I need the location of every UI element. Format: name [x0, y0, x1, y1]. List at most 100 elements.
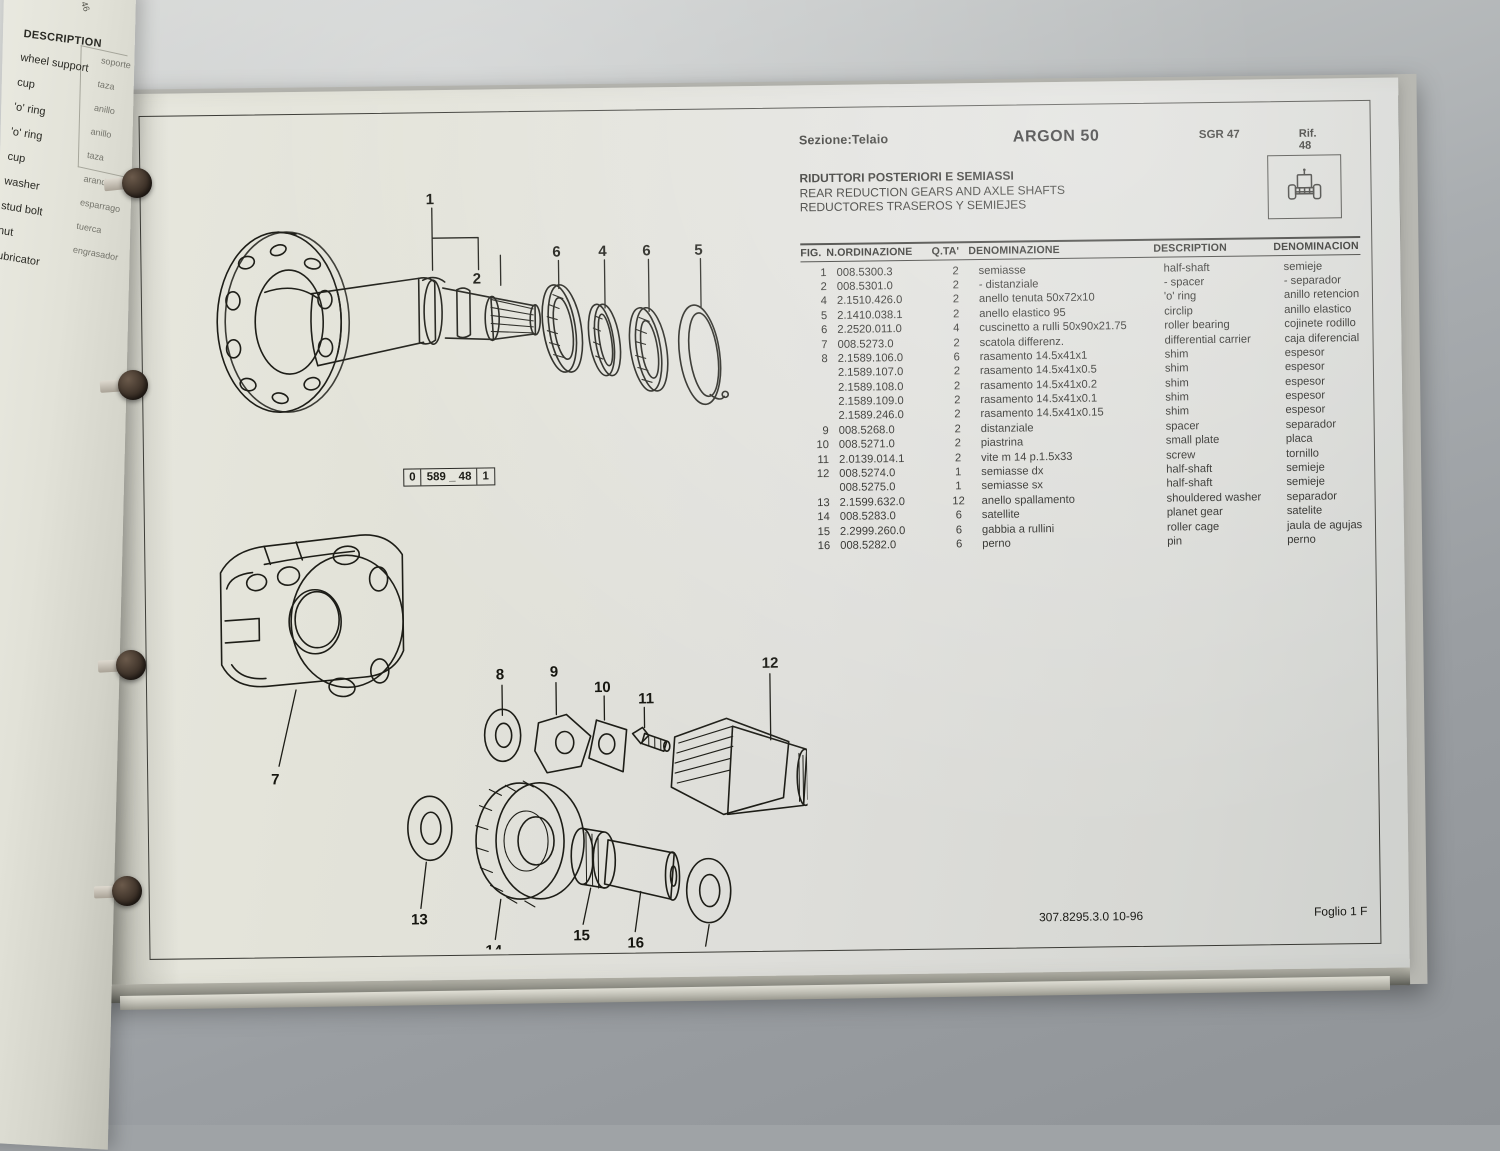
cell-description: half-shaft [1166, 477, 1213, 491]
cell-description: - spacer [1163, 276, 1205, 289]
reference-code-box: 0 589 _ 48 1 [403, 467, 495, 487]
callout-15: 15 [573, 927, 590, 944]
cell-description: planet gear [1166, 506, 1223, 519]
binder-ring-3[interactable] [116, 650, 146, 680]
cell-order-number: 2.1410.038.1 [837, 308, 903, 322]
cell-denominacion: anillo elastico [1284, 302, 1352, 316]
previous-page-heading: DESCRIPTION [23, 27, 103, 51]
cell-denominacion: separador [1286, 490, 1338, 503]
cell-quantity: 1 [955, 466, 962, 479]
cell-quantity: 4 [953, 322, 960, 335]
cell-order-number: 2.1589.246.0 [838, 409, 904, 423]
cell-description: roller cage [1166, 520, 1220, 534]
callout-8: 8 [496, 666, 505, 683]
cell-fig [802, 381, 838, 396]
callout-5: 5 [694, 242, 703, 259]
refbox-part-b: 589 _ 48 [421, 468, 478, 486]
catalog-page: Sezione:Telaio ARGON 50 SGR 47 Rif. 48 R… [98, 77, 1410, 985]
cell-quantity: 2 [954, 394, 961, 407]
cell-order-number: 008.5273.0 [837, 337, 894, 351]
callout-1: 1 [426, 191, 435, 208]
cell-order-number: 2.1589.106.0 [837, 351, 904, 365]
cell-description: shim [1164, 348, 1189, 361]
cell-denominacion: semieje [1283, 260, 1323, 273]
callout-6a: 6 [552, 244, 561, 261]
callout-6b: 6 [642, 242, 651, 259]
cell-quantity: 2 [954, 423, 961, 436]
cell-quantity: 12 [952, 495, 965, 508]
cell-fig: 9 [822, 424, 829, 437]
previous-page-line-es: anillo [93, 102, 116, 117]
cell-order-number: 2.2520.011.0 [837, 323, 902, 337]
cell-description: spacer [1165, 420, 1200, 433]
cell-order-number: 008.5301.0 [836, 280, 893, 293]
cell-description: shouldered washer [1166, 491, 1262, 505]
cell-fig: 15 [817, 525, 831, 538]
binder-ring-1[interactable] [122, 168, 152, 198]
cell-fig: 11 [817, 453, 830, 466]
cell-order-number: 2.1589.107.0 [837, 366, 904, 380]
cell-description: shim [1165, 405, 1190, 419]
cell-denominacion: espesor [1285, 403, 1326, 417]
cell-quantity: 2 [954, 408, 961, 421]
cell-order-number: 2.1599.632.0 [839, 495, 906, 509]
cell-order-number: 008.5282.0 [840, 539, 897, 552]
cell-quantity: 2 [952, 279, 959, 292]
cell-quantity: 2 [952, 293, 960, 306]
cell-quantity: 2 [953, 365, 961, 378]
cell-description: small plate [1165, 434, 1220, 447]
part-roller-cage-15 [570, 827, 617, 889]
callout-16: 16 [627, 934, 644, 951]
part-o-ring [587, 303, 622, 377]
sheet-number: Foglio 1 F [1313, 904, 1368, 919]
cell-denominacion: espesor [1285, 389, 1326, 403]
callout-12: 12 [762, 655, 779, 672]
callout-14: 14 [485, 942, 503, 953]
cell-denominacion: semieje [1286, 461, 1325, 475]
previous-page-line-es: anillo [89, 126, 113, 140]
part-spacer-9 [534, 713, 592, 774]
cell-order-number: 008.5274.0 [839, 467, 896, 480]
cell-denominacion: tornillo [1285, 447, 1320, 460]
cell-denominacion: satelite [1286, 504, 1323, 518]
col-header-qta: Q.TA' [931, 244, 960, 258]
cell-fig: 5 [820, 309, 828, 322]
part-washer-13b [685, 857, 732, 924]
binder-ring-2[interactable] [118, 370, 148, 400]
col-header-num: N.ORDINAZIONE [826, 245, 913, 259]
cell-order-number: 2.0139.014.1 [838, 452, 905, 466]
cell-order-number: 2.1510.426.0 [836, 294, 903, 308]
cell-denominacion: espesor [1285, 375, 1325, 388]
callout-7: 7 [271, 771, 280, 788]
part-pin-16 [603, 839, 681, 901]
callout-10: 10 [594, 679, 611, 696]
cell-quantity: 2 [954, 437, 962, 450]
assembly-title-es: REDUCTORES TRASEROS Y SEMIEJES [799, 197, 1027, 215]
cell-order-number: 2.1589.108.0 [838, 380, 904, 394]
callout-9: 9 [550, 664, 559, 681]
cell-quantity: 6 [955, 523, 963, 536]
cell-description: pin [1167, 535, 1183, 548]
part-planet-gear-14 [475, 780, 585, 908]
callout-4: 4 [598, 243, 607, 260]
cell-quantity: 2 [953, 336, 960, 349]
cell-description: shim [1164, 362, 1189, 375]
cell-fig: 6 [821, 324, 828, 337]
part-halfshaft-12 [670, 717, 810, 816]
cell-denominazione: perno [982, 537, 1011, 551]
cell-order-number: 008.5300.3 [836, 265, 893, 279]
cell-description: circlip [1164, 304, 1193, 318]
binder-ring-4[interactable] [112, 876, 142, 906]
refbox-part-c: 1 [482, 470, 489, 483]
cell-fig: 8 [821, 352, 828, 366]
sgr-code: SGR 47 [1198, 128, 1240, 142]
cell-fig: 10 [816, 439, 829, 452]
part-circlip [677, 304, 730, 406]
cell-denominacion: caja diferencial [1284, 331, 1360, 345]
cell-quantity: 2 [953, 379, 961, 393]
part-roller-bearing-a [541, 284, 584, 373]
cell-order-number: 2.1589.109.0 [838, 395, 904, 408]
refbox-part-a: 0 [404, 469, 422, 486]
cell-order-number: 008.5268.0 [838, 424, 895, 437]
cell-order-number: 2.2999.260.0 [839, 524, 906, 538]
